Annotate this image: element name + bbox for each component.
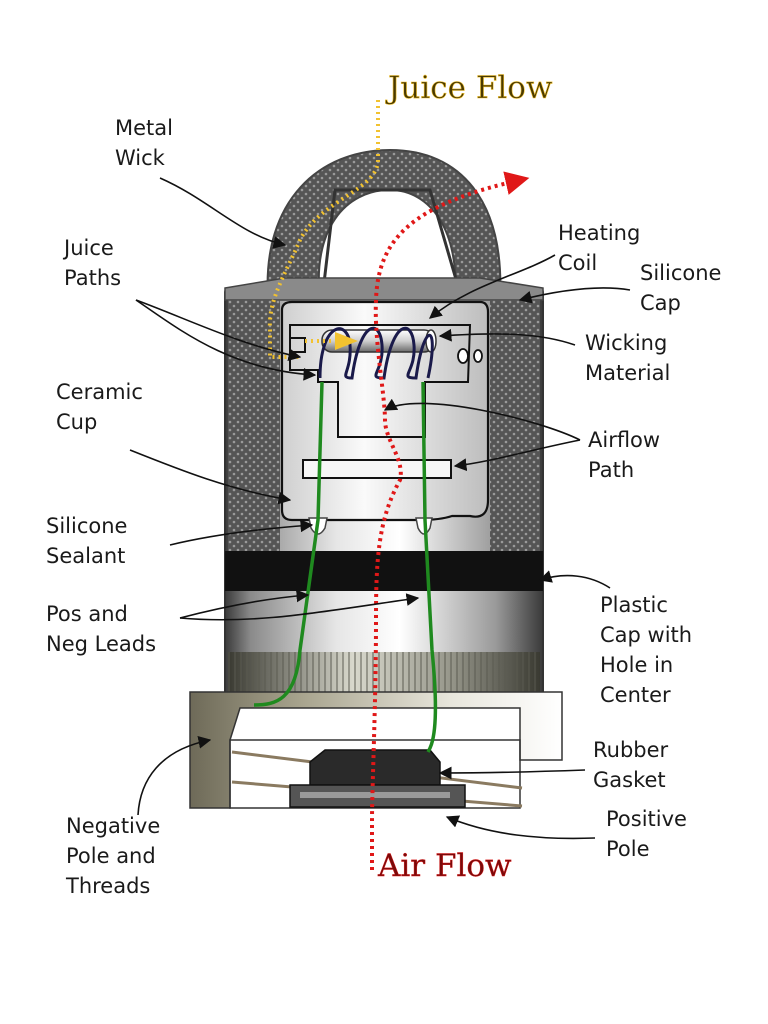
label-positive-pole: Positive Pole xyxy=(606,807,694,861)
silicone-cap xyxy=(224,277,544,301)
lead-positive xyxy=(253,381,324,707)
juice-flow-arrow xyxy=(335,332,358,350)
label-negative-pole: Negative Pole and Threads xyxy=(65,814,167,898)
wicking-hole-2 xyxy=(473,349,483,363)
air-flow-title: Air Flow xyxy=(377,848,512,884)
wick-inner-frame xyxy=(320,188,464,301)
lead-negative xyxy=(421,381,438,753)
label-ceramic-cup: Ceramic Cup xyxy=(56,380,150,434)
label-rubber-gasket: Rubber Gasket xyxy=(593,738,675,792)
plastic-cap-band xyxy=(225,551,543,591)
label-wicking-material: Wicking Material xyxy=(585,331,674,385)
airflow-bar xyxy=(302,459,452,479)
label-plastic-cap: Plastic Cap with Hole in Center xyxy=(600,593,699,707)
label-metal-wick: Metal Wick xyxy=(115,116,180,170)
label-juice-paths: Juice Paths xyxy=(62,236,121,290)
juice-flow-title: Juice Flow xyxy=(385,70,553,106)
label-silicone-sealant: Silicone Sealant xyxy=(46,514,134,568)
mesh-left xyxy=(228,300,280,552)
label-heating-coil: Heating Coil xyxy=(558,221,647,275)
air-flow-path xyxy=(370,171,530,870)
label-pos-neg-leads: Pos and Neg Leads xyxy=(46,602,156,656)
negative-pole-lower xyxy=(229,739,521,809)
positive-pole-shine xyxy=(300,792,450,798)
knurled-ring-lines xyxy=(228,652,540,698)
wicking-hole-1 xyxy=(457,348,469,364)
mesh-right xyxy=(490,300,540,552)
label-airflow-path: Airflow Path xyxy=(588,428,667,482)
leader-lines xyxy=(129,177,631,840)
heating-coil xyxy=(318,326,434,380)
juice-flow-path xyxy=(267,100,380,359)
label-silicone-cap: Silicone Cap xyxy=(640,261,728,315)
rubber-gasket xyxy=(309,749,441,786)
negative-pole xyxy=(189,691,563,809)
